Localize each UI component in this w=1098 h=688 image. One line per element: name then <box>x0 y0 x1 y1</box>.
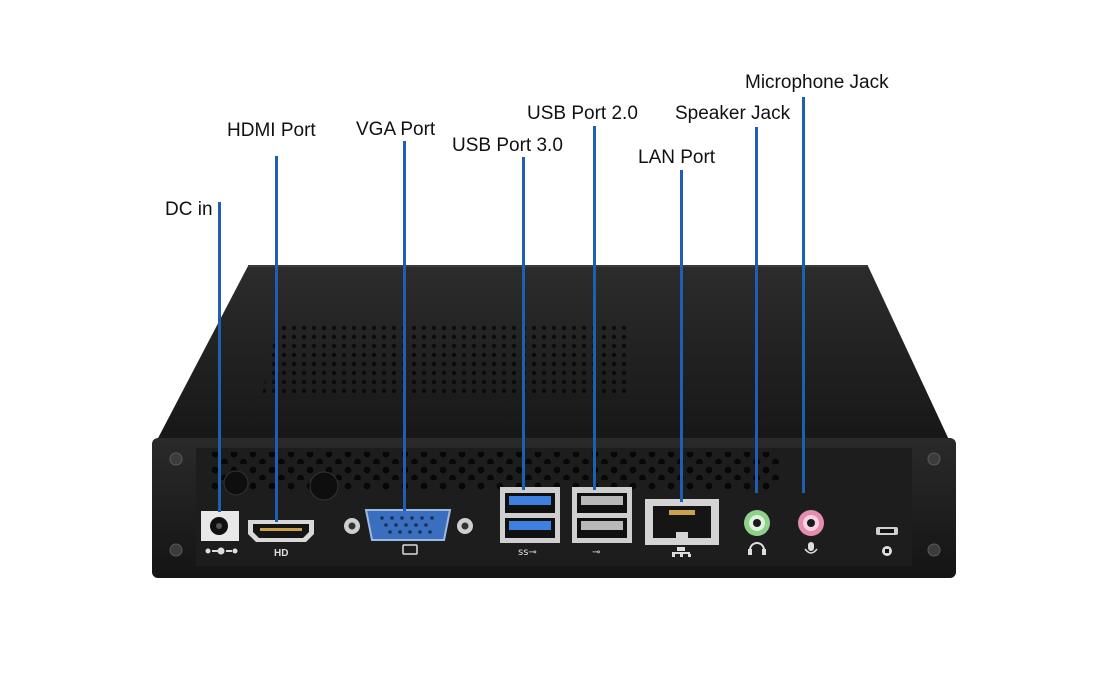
speaker-jack <box>744 510 770 555</box>
label-hdmi-port: HDMI Port <box>227 120 316 141</box>
label-usb-2-port: USB Port 2.0 <box>527 103 638 124</box>
svg-text:ss⊸: ss⊸ <box>518 547 537 558</box>
top-vent <box>262 322 628 395</box>
label-usb-3-port: USB Port 3.0 <box>452 135 563 156</box>
label-dc-in: DC in <box>165 199 213 220</box>
rear-vent <box>210 452 782 490</box>
leader-vga <box>403 141 406 511</box>
label-microphone-jack: Microphone Jack <box>745 72 889 93</box>
usb-3-ports: ss⊸ <box>500 487 560 558</box>
usb-2-ports: ⊸ <box>572 487 632 558</box>
label-vga-port: VGA Port <box>356 119 436 140</box>
screws <box>169 452 941 557</box>
svg-text:HD: HD <box>274 548 288 559</box>
vga-port <box>344 509 473 555</box>
chassis-top <box>156 265 950 442</box>
leader-usb3 <box>522 157 525 490</box>
label-lan-port: LAN Port <box>638 147 716 168</box>
label-speaker-jack: Speaker Jack <box>675 103 791 124</box>
lan-port <box>645 499 719 557</box>
leader-lan <box>680 170 683 502</box>
hdmi-port: HD <box>248 520 314 559</box>
leader-hdmi <box>275 156 278 522</box>
svg-text:⊸: ⊸ <box>592 547 600 558</box>
microphone-icon <box>808 542 814 551</box>
leader-microphone <box>802 97 805 493</box>
rubber-foot-right <box>309 471 339 501</box>
microphone-jack <box>798 510 824 554</box>
headphone-icon <box>749 542 765 551</box>
leader-speaker <box>755 127 758 493</box>
network-icon <box>672 547 691 557</box>
lock-slot <box>876 527 898 556</box>
dc-in-port <box>201 511 239 555</box>
leader-usb2 <box>593 126 596 490</box>
leader-dc-in <box>218 202 221 512</box>
rubber-foot-left <box>223 470 249 496</box>
